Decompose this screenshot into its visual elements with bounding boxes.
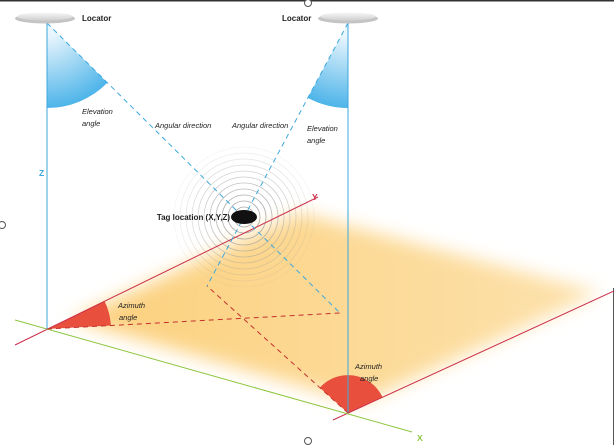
signal-rings <box>173 146 315 288</box>
azimuth-left-label-line1: Azimuth <box>117 301 145 310</box>
elevation-right-label-line1: Elevation <box>307 124 338 133</box>
floor-plane <box>72 213 600 403</box>
tag-location-label: Tag location (X,Y,Z) <box>157 213 231 222</box>
azimuth-angle-right-wedge <box>319 375 383 413</box>
signal-ring <box>197 170 291 264</box>
azimuth-right-label-line2: angle <box>360 374 378 383</box>
elevation-angle-right-wedge <box>307 23 348 108</box>
angular-direction-right-label: Angular direction <box>231 121 288 130</box>
y-axis-label: Y <box>312 192 318 202</box>
z-axis-label: Z <box>39 168 44 178</box>
locator-left-device-icon <box>15 12 75 24</box>
signal-ring <box>191 164 297 270</box>
locator-right-label: Locator <box>282 14 311 23</box>
angular-direction-right-line <box>206 22 349 287</box>
signal-ring <box>173 146 315 288</box>
azimuth-projection-right-line <box>206 285 349 414</box>
signal-ring <box>203 176 285 258</box>
azimuth-right-label-line1: Azimuth <box>354 362 382 371</box>
x-axis-line <box>14 319 413 433</box>
elevation-left-label-line2: angle <box>82 119 100 128</box>
y-axis-line <box>14 196 319 346</box>
x-axis-label: X <box>417 433 423 443</box>
tag-device-icon <box>231 210 257 224</box>
right-y-parallel-line <box>332 290 614 421</box>
locator-disc-top <box>320 12 376 21</box>
signal-ring <box>221 194 267 240</box>
angular-direction-left-line <box>46 22 341 314</box>
resize-handle-top[interactable] <box>304 0 312 7</box>
angular-direction-left-label: Angular direction <box>154 121 211 130</box>
locator-left-label: Locator <box>82 14 111 23</box>
signal-ring <box>185 158 303 276</box>
azimuth-projection-left-line <box>46 312 341 330</box>
locator-right-device-icon <box>318 12 378 24</box>
signal-ring <box>215 188 273 246</box>
resize-handle-bottom[interactable] <box>304 437 312 445</box>
elevation-angle-left-wedge <box>47 23 108 108</box>
locator-disc-top <box>17 12 73 21</box>
resize-handle-left[interactable] <box>0 221 6 229</box>
elevation-left-label-line1: Elevation <box>82 107 113 116</box>
signal-ring <box>179 152 309 282</box>
elevation-right-label-line2: angle <box>307 136 325 145</box>
azimuth-left-label-line2: angle <box>119 313 137 322</box>
